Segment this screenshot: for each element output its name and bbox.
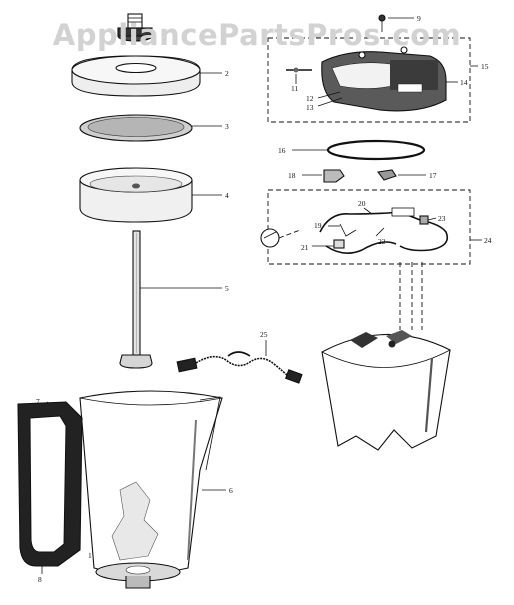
part-5-rod (119, 230, 222, 369)
callout-24: 24 (484, 236, 492, 245)
callout-12: 12 (306, 94, 314, 103)
part-15-assembly (267, 37, 478, 123)
callout-7: 7 (36, 397, 40, 406)
callout-1: 1 (88, 551, 92, 560)
callout-18: 18 (288, 171, 296, 180)
part-2-lid (71, 55, 222, 97)
callout-22: 22 (378, 237, 386, 246)
callout-2: 2 (225, 69, 229, 78)
part-4-strainer-basket (79, 167, 222, 223)
callout-6: 6 (229, 486, 233, 495)
callout-16: 16 (278, 146, 286, 155)
part-16-gasket (292, 139, 426, 161)
callout-14: 14 (460, 78, 468, 87)
callout-20: 20 (358, 199, 366, 208)
callout-17: 17 (429, 171, 437, 180)
callout-4: 4 (225, 191, 229, 200)
callout-23: 23 (438, 214, 446, 223)
callout-25: 25 (260, 330, 268, 339)
callout-13: 13 (306, 103, 314, 112)
part-8-handle (17, 401, 83, 574)
part-3-filter-disk (79, 114, 222, 142)
part-24-wiring-assembly (260, 189, 482, 265)
callout-3: 3 (225, 122, 229, 131)
callout-labels: 2 3 4 5 6 7 8 1 9 11 12 13 14 15 16 18 1… (36, 14, 492, 584)
callout-11: 11 (291, 84, 298, 93)
part-1-knob (117, 13, 153, 42)
motor-base-housing (321, 330, 451, 451)
callout-9: 9 (417, 14, 421, 23)
part-18-clip (302, 169, 345, 183)
callout-15: 15 (481, 62, 489, 71)
wiring-to-base-connectors (399, 262, 423, 330)
part-25-power-cord (176, 340, 303, 384)
part-6-pitcher (79, 390, 226, 589)
callout-19: 19 (314, 221, 322, 230)
callout-21: 21 (301, 243, 309, 252)
callout-8: 8 (38, 575, 42, 584)
callout-5: 5 (225, 284, 229, 293)
part-9-screw (378, 14, 414, 32)
part-17-clip (377, 169, 426, 181)
